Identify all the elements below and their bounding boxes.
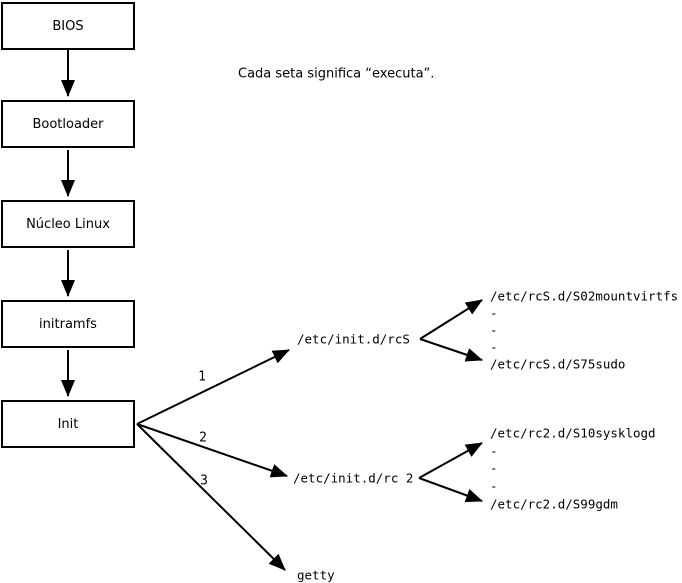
rcs-child-path: /etc/rcS.d/S75sudo — [490, 356, 626, 372]
box-bios-label: BIOS — [52, 18, 84, 34]
fan-number-2: 2 — [199, 430, 207, 446]
arrow-rc2-last — [418, 477, 483, 503]
label-rcs: /etc/init.d/rcS — [297, 331, 410, 347]
box-init-label: Init — [57, 416, 79, 432]
box-kernel: Núcleo Linux — [1, 200, 135, 248]
arrow-rcs-first — [419, 299, 483, 340]
box-bootloader-label: Bootloader — [32, 116, 104, 132]
fan-number-3: 3 — [200, 473, 208, 489]
arrow-init-rcs — [136, 349, 290, 425]
rc2-child-path: /etc/rc2.d/S10sysklogd — [490, 425, 656, 441]
arrow-rc2-first — [418, 442, 483, 479]
arrow-init-getty — [136, 423, 286, 571]
rcs-child-dash: - — [490, 339, 498, 355]
rc2-child-dash: - — [490, 443, 498, 459]
rcs-child-path: /etc/rcS.d/S02mountvirtfs — [490, 288, 679, 304]
box-bios: BIOS — [1, 2, 135, 50]
box-bootloader: Bootloader — [1, 100, 135, 148]
rc2-child-path: /etc/rc2.d/S99gdm — [490, 496, 618, 512]
box-kernel-label: Núcleo Linux — [26, 216, 110, 232]
box-init: Init — [1, 400, 135, 448]
arrows — [61, 50, 483, 571]
box-initramfs-label: initramfs — [39, 316, 97, 332]
rcs-child-dash: - — [490, 322, 498, 338]
rc2-child-dash: - — [490, 478, 498, 494]
label-rc2: /etc/init.d/rc 2 — [293, 470, 414, 486]
box-initramfs: initramfs — [1, 300, 135, 348]
fan-number-1: 1 — [198, 369, 206, 385]
annotation-text: Cada seta significa “executa”. — [238, 66, 435, 82]
arrow-init-rc2 — [136, 423, 288, 478]
rc2-child-dash: - — [490, 460, 498, 476]
label-getty: getty — [297, 567, 335, 583]
rcs-child-dash: - — [490, 305, 498, 321]
arrow-rcs-last — [419, 338, 483, 362]
